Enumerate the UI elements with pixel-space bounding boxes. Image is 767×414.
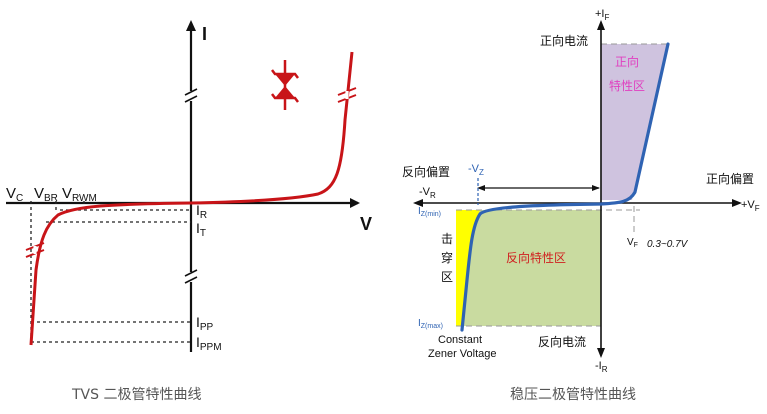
label-constant: Constant [438,334,482,346]
zener-y-axis-arrow-bottom [597,348,605,358]
label-vrwm: VRWM [62,185,97,204]
label-breakdown-1: 击 [441,232,453,246]
label-forward-region-1: 正向 [615,54,639,69]
label-vf-range: 0.3~0.7V [647,239,689,250]
vz-span-arrow [477,178,600,205]
label-minus-ir: -IR [595,360,608,374]
tvs-caption: TVS 二极管特性曲线 [71,387,201,403]
label-plus-if: +IF [595,8,609,22]
label-forward-current: 正向电流 [540,33,588,48]
label-forward-region-2: 特性区 [609,78,645,93]
label-vf: VF [627,237,638,249]
zener-caption: 稳压二极管特性曲线 [510,387,636,403]
zener-x-axis-arrow-right [732,199,742,207]
label-forward-bias: 正向偏置 [706,171,754,186]
reverse-region [462,210,601,326]
label-vc: VC [6,185,23,204]
label-breakdown-3: 区 [441,270,453,284]
label-ippm: IPPM [196,334,222,353]
label-plus-vf: +VF [741,199,760,213]
tvs-y-axis-break-top [184,88,198,103]
label-minus-vr: -VR [419,186,436,200]
tvs-curve-break-lower [25,242,45,258]
tvs-x-axis-arrow [350,198,360,208]
zener-figure: +IF -IR +VF -VR 正向电流 反向电流 正向偏置 反向偏置 正向 特… [402,8,760,403]
label-reverse-current: 反向电流 [538,334,586,349]
tvs-diode-symbol-icon [271,60,299,110]
zener-x-axis-arrow-left [413,199,423,207]
tvs-figure: I V VC VBR VRWM IR IT IPP IPPM TVS 二极管特性… [6,20,372,403]
label-it: IT [196,220,206,239]
tvs-axis-y-label: I [202,24,207,44]
tvs-guide-lines [30,201,191,343]
label-breakdown-2: 穿 [441,250,453,265]
label-reverse-bias: 反向偏置 [402,164,450,179]
tvs-y-axis-break-bottom [184,269,198,284]
tvs-curve [29,51,354,346]
label-iz-max: IZ(max) [418,318,443,330]
forward-region [601,44,668,200]
label-minus-vz: -VZ [468,163,484,177]
label-vbr: VBR [34,185,58,204]
label-reverse-region: 反向特性区 [506,250,566,265]
zener-curve [460,42,670,332]
zener-y-axis-arrow-top [597,20,605,30]
label-zener-voltage: Zener Voltage [428,348,497,360]
label-iz-min: IZ(min) [418,206,441,218]
label-ir: IR [196,202,207,221]
tvs-axis-x-label: V [360,214,372,234]
tvs-y-axis-arrow [186,20,196,31]
label-ipp: IPP [196,314,214,333]
tvs-curve-break-upper [337,87,357,103]
